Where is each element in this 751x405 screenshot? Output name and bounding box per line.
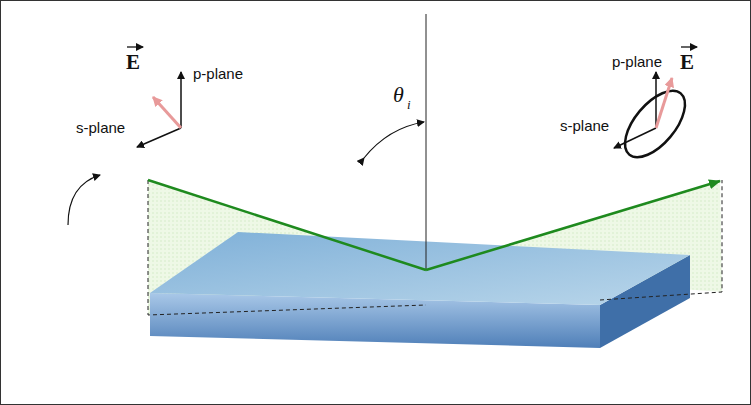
plane-label: s-plane — [76, 120, 125, 135]
field-symbol: E — [126, 52, 140, 73]
plane-label: s-plane — [560, 118, 609, 133]
plane-label: p-plane — [612, 54, 662, 69]
angle-symbol: θ — [393, 84, 404, 106]
field-symbol: E — [680, 52, 694, 73]
plane-label: p-plane — [193, 66, 243, 81]
angle-subscript: i — [407, 98, 411, 111]
